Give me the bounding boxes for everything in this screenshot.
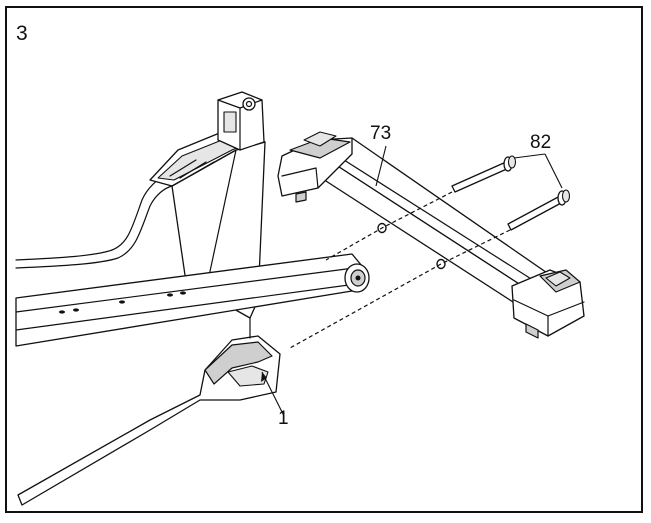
main-frame-part: 1 [15, 91, 289, 506]
bolt-parts: 82 [451, 132, 571, 231]
alignment-lines [289, 191, 511, 349]
callout-82: 82 [530, 132, 551, 153]
rear-stabilizer-part: 73 [277, 123, 585, 339]
callout-73: 73 [370, 123, 391, 144]
crossbar-tube [15, 253, 370, 347]
callout-1: 1 [278, 408, 289, 429]
step-number: 3 [16, 22, 28, 45]
